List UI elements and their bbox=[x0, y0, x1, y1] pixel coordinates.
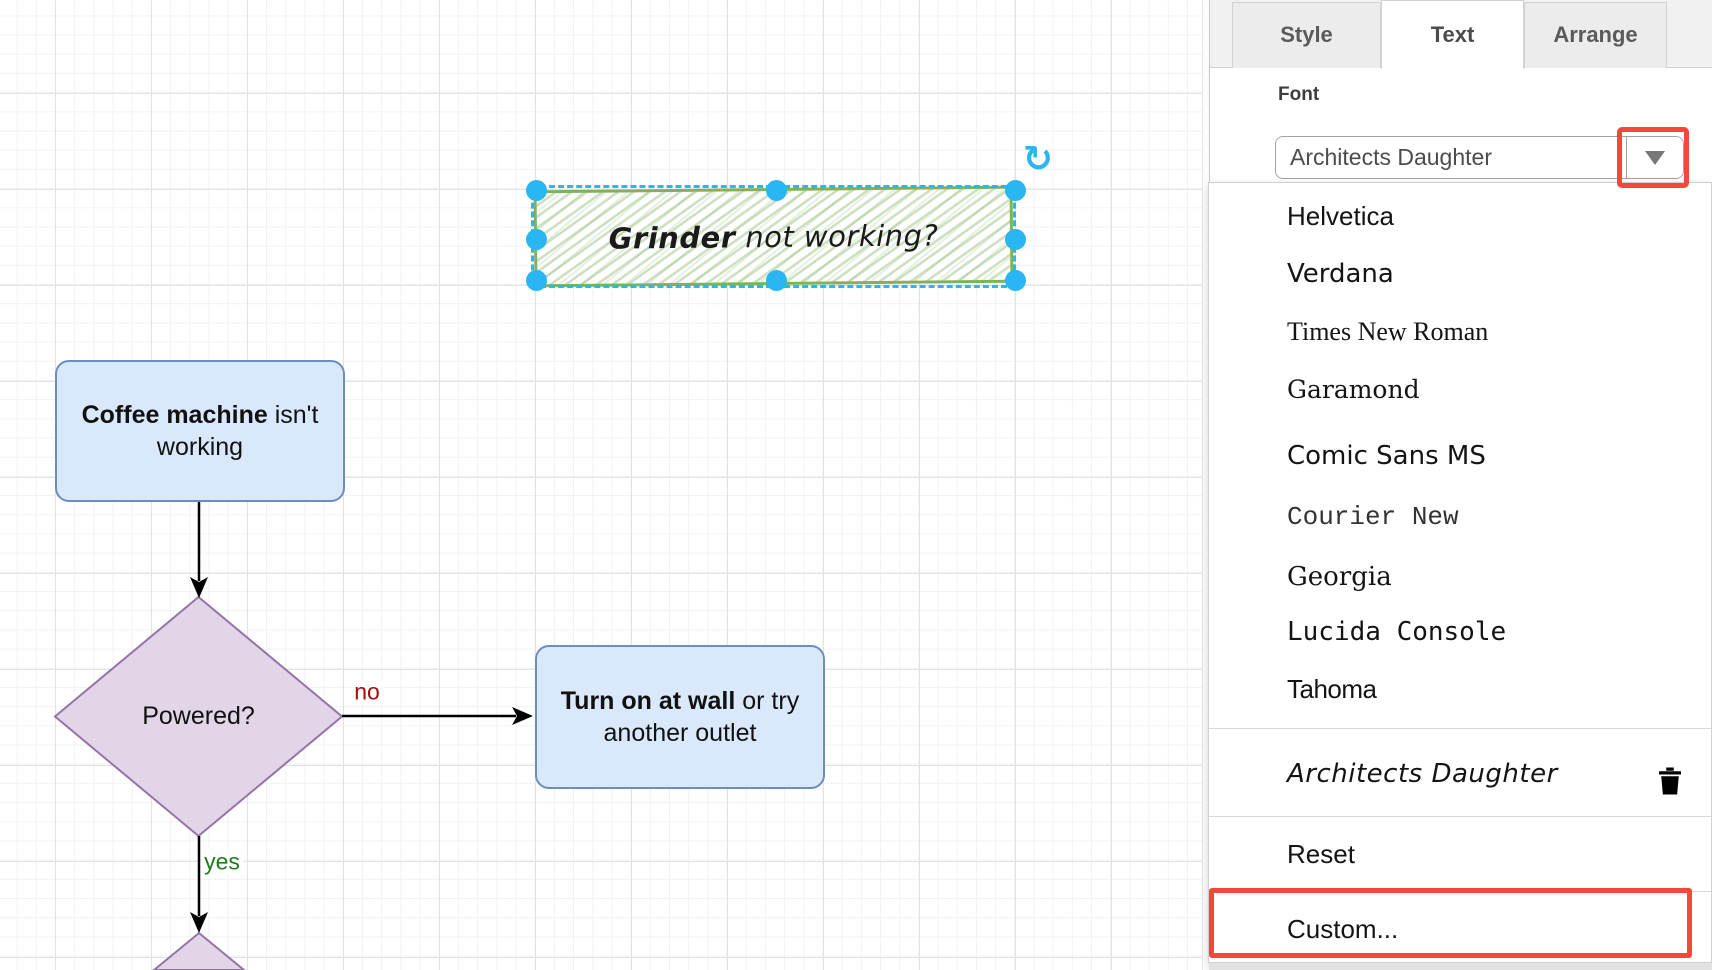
selection-handle-w[interactable] bbox=[526, 229, 547, 250]
arrowhead-down-1 bbox=[190, 577, 208, 598]
menu-item-verdana[interactable]: Verdana bbox=[1287, 259, 1394, 289]
diagram-canvas[interactable]: Coffee machine isn't working Powered? Tu… bbox=[0, 0, 1202, 970]
decision-diamond-partial[interactable] bbox=[152, 931, 246, 970]
node-coffee-text: Coffee machine isn't working bbox=[81, 400, 319, 462]
font-section-label: Font bbox=[1278, 84, 1320, 105]
node-turn-on-wall[interactable]: Turn on at wall or try another outlet bbox=[535, 645, 825, 789]
panel-bottom-scroll-strip bbox=[1209, 963, 1712, 970]
edge-label-yes[interactable]: yes bbox=[201, 849, 243, 875]
chevron-down-icon bbox=[1645, 150, 1665, 165]
tab-style[interactable]: Style bbox=[1232, 2, 1381, 68]
node-powered-label[interactable]: Powered? bbox=[142, 702, 255, 730]
menu-item-custom[interactable]: Custom... bbox=[1287, 914, 1399, 944]
menu-item-courier-new[interactable]: Courier New bbox=[1287, 502, 1459, 532]
selection-handle-se[interactable] bbox=[1005, 270, 1026, 291]
font-family-value[interactable]: Architects Daughter bbox=[1290, 144, 1492, 170]
menu-divider-2 bbox=[1209, 816, 1711, 817]
menu-item-garamond[interactable]: Garamond bbox=[1287, 375, 1420, 404]
font-dropdown-button[interactable] bbox=[1626, 137, 1683, 178]
selection-handle-nw[interactable] bbox=[526, 180, 547, 201]
menu-divider-3 bbox=[1209, 891, 1711, 892]
selection-handle-ne[interactable] bbox=[1005, 180, 1026, 201]
tab-text[interactable]: Text bbox=[1381, 0, 1524, 69]
menu-item-lucida-console[interactable]: Lucida Console bbox=[1287, 617, 1507, 647]
menu-item-architects-daughter[interactable]: Architects Daughter bbox=[1209, 745, 1711, 803]
menu-item-georgia[interactable]: Georgia bbox=[1287, 562, 1392, 592]
edge-label-no[interactable]: no bbox=[351, 679, 383, 705]
trash-icon[interactable] bbox=[1655, 759, 1685, 795]
node-grinder-text: Grinder not working? bbox=[608, 217, 939, 256]
selection-handle-s[interactable] bbox=[766, 270, 787, 291]
selection-handle-sw[interactable] bbox=[526, 270, 547, 291]
tab-arrange[interactable]: Arrange bbox=[1524, 2, 1667, 68]
node-coffee-machine[interactable]: Coffee machine isn't working bbox=[55, 360, 345, 502]
rotate-shape-icon[interactable]: ↻ bbox=[1022, 139, 1054, 180]
selection-handle-n[interactable] bbox=[766, 180, 787, 201]
font-dropdown-menu: Helvetica Verdana Times New Roman Garamo… bbox=[1208, 182, 1712, 963]
menu-item-helvetica[interactable]: Helvetica bbox=[1287, 201, 1394, 231]
menu-item-reset[interactable]: Reset bbox=[1287, 839, 1355, 869]
menu-divider-1 bbox=[1209, 728, 1711, 729]
canvas-vertical-scrollbar[interactable] bbox=[1202, 0, 1209, 970]
node-wall-text: Turn on at wall or try another outlet bbox=[560, 686, 800, 748]
menu-item-comic-sans[interactable]: Comic Sans MS bbox=[1287, 441, 1486, 471]
selection-handle-e[interactable] bbox=[1005, 229, 1026, 250]
arrowhead-right bbox=[512, 707, 533, 725]
format-tab-bar: Style Text Arrange bbox=[1210, 0, 1712, 69]
font-family-combobox[interactable]: Architects Daughter bbox=[1275, 136, 1684, 179]
menu-item-tahoma[interactable]: Tahoma bbox=[1287, 674, 1377, 704]
menu-item-times-new-roman[interactable]: Times New Roman bbox=[1287, 317, 1489, 346]
arrowhead-down-2 bbox=[190, 912, 208, 933]
